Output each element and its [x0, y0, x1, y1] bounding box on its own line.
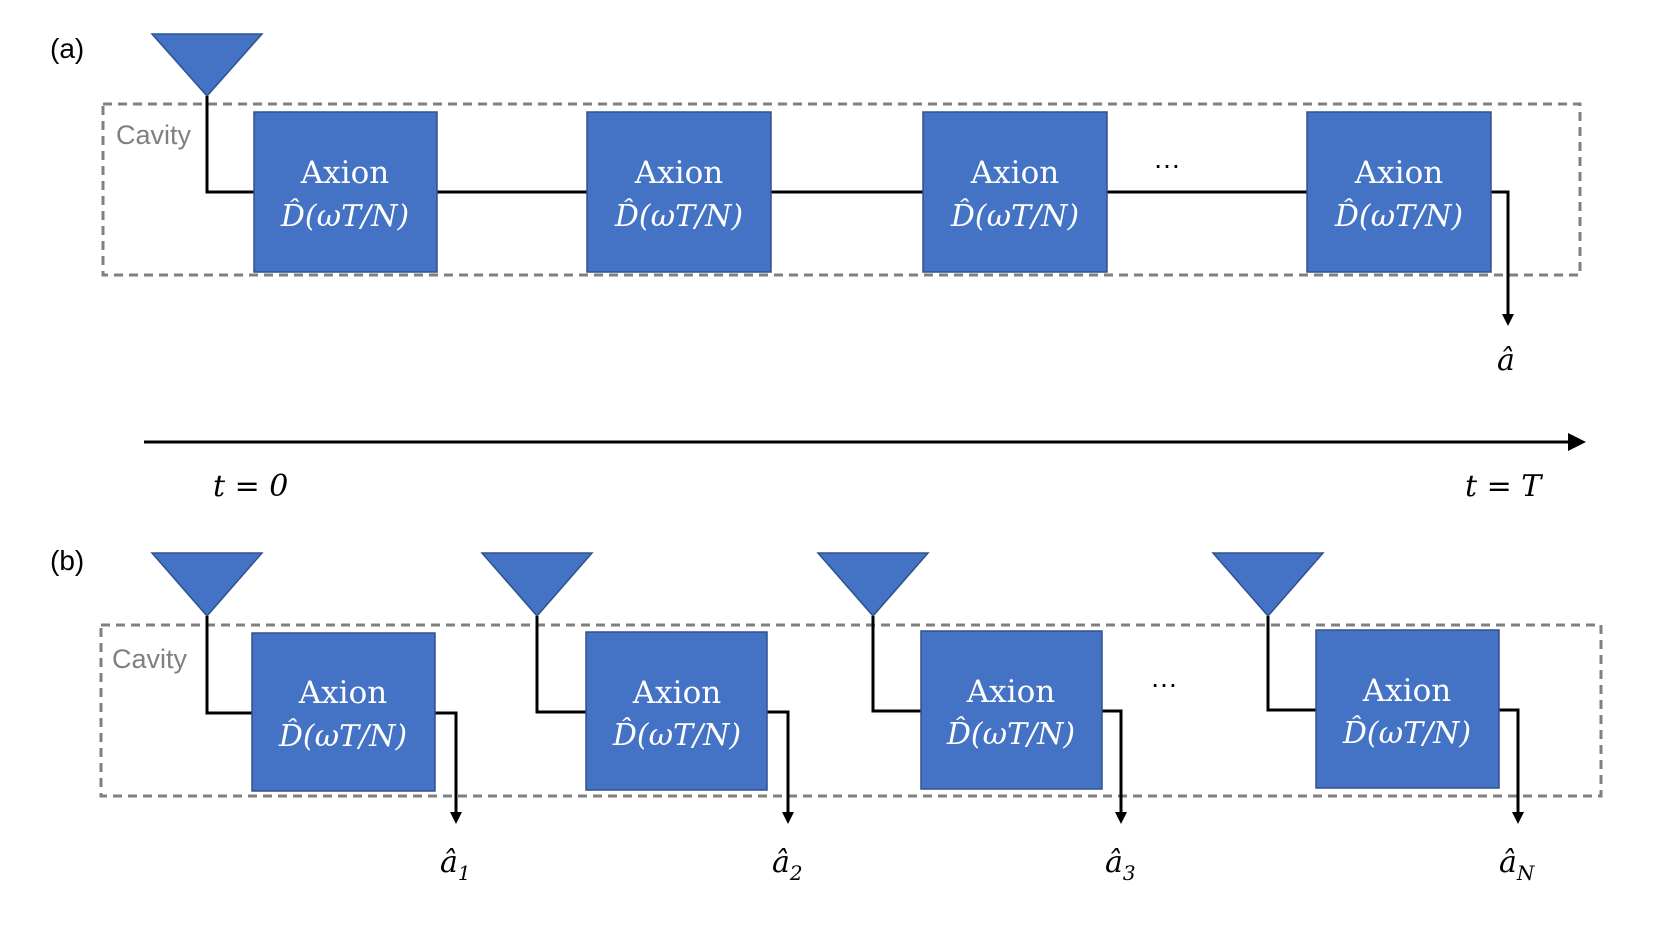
antenna-icon: [816, 552, 930, 618]
input-wire-b-4: [1266, 616, 1316, 712]
axion-title: Axion: [1354, 155, 1443, 191]
axion-title: Axion: [300, 155, 389, 191]
cavity-a: [101, 102, 1582, 277]
operator-label: D̂(ωT/N): [1334, 199, 1463, 234]
panel-b: (b) Cavity Axion D̂(ωT/N) Axion D: [50, 545, 1603, 885]
operator-label: D̂(ωT/N): [278, 719, 407, 754]
output-b-2-label: â2: [772, 845, 803, 885]
axion-box-b-1: Axion D̂(ωT/N): [251, 632, 436, 792]
axion-title: Axion: [298, 675, 387, 711]
axion-box-b-2: Axion D̂(ωT/N): [585, 631, 768, 791]
operator-label: D̂(ωT/N): [612, 718, 741, 753]
antenna-icon: [150, 33, 264, 98]
output-wire-b-1: [435, 711, 458, 816]
operator-label: D̂(ωT/N): [614, 199, 743, 234]
operator-label: D̂(ωT/N): [280, 199, 409, 234]
axion-title: Axion: [1362, 673, 1451, 709]
output-arrowhead-b-1: [450, 812, 462, 824]
operator-label: D̂(ωT/N): [1342, 716, 1471, 751]
output-arrowhead-b-4: [1512, 812, 1524, 824]
output-arrowhead-b-3: [1115, 812, 1127, 824]
axion-box-a-4: Axion D̂(ωT/N): [1306, 111, 1492, 273]
antenna-icon: [1211, 552, 1325, 618]
output-wire-a: [1491, 190, 1510, 318]
operator-label: D̂(ωT/N): [950, 199, 1079, 234]
input-wire-b-2: [535, 616, 586, 714]
output-b-1-label: â1: [440, 845, 471, 885]
axion-box-a-1: Axion D̂(ωT/N): [253, 111, 438, 273]
cavity-b-label: Cavity: [112, 644, 188, 674]
cavity-b: [99, 623, 1603, 798]
antenna-icon: [480, 552, 594, 618]
output-wire-b-2: [767, 710, 790, 816]
panel-a-label: (a): [50, 33, 84, 64]
output-wire-b-4: [1499, 708, 1520, 816]
axion-box-a-3: Axion D̂(ωT/N): [922, 111, 1108, 273]
input-wire-b-1: [205, 616, 252, 715]
time-start-label: t = 0: [213, 469, 288, 504]
output-b-4-label: âN: [1499, 845, 1536, 885]
time-arrowhead: [1568, 433, 1586, 451]
ellipsis-b: …: [1150, 662, 1178, 693]
antenna-icon: [150, 552, 264, 618]
output-arrowhead-b-2: [782, 812, 794, 824]
output-wire-b-3: [1102, 709, 1123, 816]
cavity-a-label: Cavity: [116, 120, 192, 150]
output-a-label: â: [1497, 343, 1515, 378]
operator-label: D̂(ωT/N): [946, 717, 1075, 752]
axion-box-b-4: Axion D̂(ωT/N): [1315, 629, 1500, 789]
output-arrowhead-a: [1502, 314, 1514, 326]
axion-title: Axion: [970, 155, 1059, 191]
ellipsis-a: …: [1153, 143, 1181, 174]
axion-box-a-2: Axion D̂(ωT/N): [586, 111, 772, 273]
axion-title: Axion: [634, 155, 723, 191]
input-wire-a: [205, 96, 254, 194]
axion-title: Axion: [966, 674, 1055, 710]
axion-box-b-3: Axion D̂(ωT/N): [920, 630, 1103, 790]
output-b-3-label: â3: [1105, 845, 1136, 885]
timeline: t = 0 t = T: [144, 433, 1586, 504]
input-wire-b-3: [871, 616, 921, 713]
axion-title: Axion: [632, 675, 721, 711]
panel-a: (a) Cavity Axion D̂(ωT/N) Axion D̂(ωT/N)…: [50, 33, 1582, 378]
panel-b-label: (b): [50, 545, 84, 576]
time-end-label: t = T: [1465, 469, 1543, 504]
